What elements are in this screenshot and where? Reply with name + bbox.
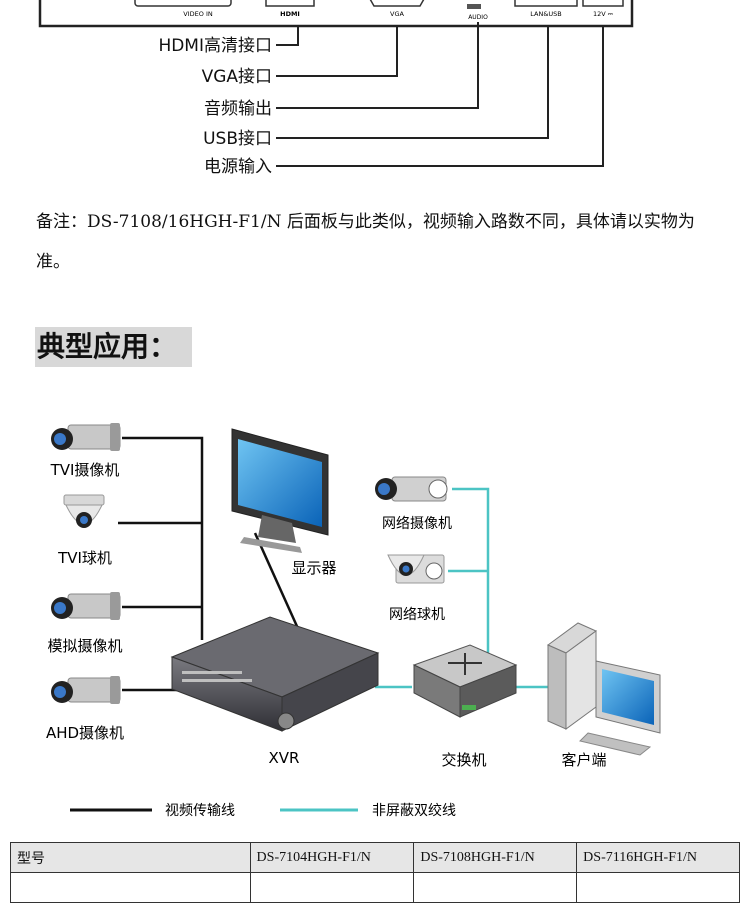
video-in-connector: VIDEO IN — [134, 0, 232, 18]
network-camera-icon — [375, 476, 448, 502]
analog-camera-icon — [51, 592, 121, 620]
legend-video-label: 视频传输线 — [165, 803, 235, 819]
label-network-dome: 网络球机 — [389, 607, 445, 623]
table-header-model: 型号 — [10, 842, 251, 873]
label-tvi-camera: TVI摄像机 — [50, 461, 120, 479]
spec-table: 型号 DS-7104HGH-F1/N DS-7108HGH-F1/N DS-71… — [10, 842, 740, 903]
callout-vga: VGA接口 — [202, 67, 272, 87]
table-cell — [413, 872, 578, 903]
table-row — [10, 872, 740, 903]
application-diagram: TVI摄像机 TVI球机 模拟摄像机 AHD摄像机 显示器 — [46, 423, 661, 819]
table-cell — [249, 872, 415, 903]
label-tvi-dome: TVI球机 — [57, 549, 112, 567]
audio-connector: AUDIO — [467, 4, 488, 21]
switch-icon — [412, 644, 518, 718]
network-lines — [375, 487, 548, 689]
legend: 视频传输线 非屏蔽双绞线 — [70, 802, 456, 819]
audio-label: AUDIO — [468, 14, 488, 21]
table-header-7116: DS-7116HGH-F1/N — [576, 842, 740, 873]
lan-usb-label: LAN&USB — [530, 10, 562, 18]
label-network-camera: 网络摄像机 — [382, 516, 452, 532]
label-analog-camera: 模拟摄像机 — [47, 637, 122, 655]
client-pc-icon — [547, 622, 661, 756]
hdmi-connector: HDMI — [265, 0, 315, 18]
rear-panel-diagram: VIDEO IN HDMI VGA AUDIO LAN&USB 12V ⎓ HD… — [38, 0, 634, 177]
hdmi-label: HDMI — [280, 10, 300, 18]
callout-power: 电源输入 — [204, 157, 272, 177]
panel-note: 备注：DS-7108/16HGH-F1/N 后面板与此类似，视频输入路数不同，具… — [36, 212, 695, 272]
table-header-7108: DS-7108HGH-F1/N — [413, 842, 578, 873]
table-header-row: 型号 DS-7104HGH-F1/N DS-7108HGH-F1/N DS-71… — [10, 842, 740, 873]
legend-network-label: 非屏蔽双绞线 — [372, 802, 456, 819]
section-title: 典型应用： — [35, 327, 192, 367]
vga-label: VGA — [390, 10, 404, 18]
callout-lines — [276, 22, 604, 167]
tvi-dome-icon — [63, 494, 105, 528]
network-dome-icon — [387, 554, 445, 584]
label-client: 客户端 — [561, 751, 606, 769]
label-xvr: XVR — [269, 749, 300, 767]
monitor-icon — [231, 428, 329, 553]
video-in-label: VIDEO IN — [183, 10, 213, 18]
video-lines — [118, 436, 302, 692]
table-header-7104: DS-7104HGH-F1/N — [249, 842, 415, 873]
callout-hdmi: HDMI高清接口 — [158, 36, 272, 56]
ahd-camera-icon — [51, 676, 121, 704]
power-connector: 12V ⎓ — [582, 0, 624, 18]
callout-usb: USB接口 — [203, 129, 272, 149]
vga-connector: VGA — [369, 0, 425, 18]
table-cell — [10, 872, 251, 903]
callout-audio: 音频输出 — [204, 99, 272, 119]
label-ahd-camera: AHD摄像机 — [46, 724, 124, 742]
power-label: 12V ⎓ — [593, 10, 613, 18]
label-switch: 交换机 — [441, 751, 486, 769]
xvr-device-icon — [170, 616, 380, 732]
lan-usb-connector: LAN&USB — [514, 0, 578, 18]
tvi-camera-icon — [51, 423, 121, 451]
label-monitor: 显示器 — [291, 559, 336, 577]
table-cell — [576, 872, 740, 903]
